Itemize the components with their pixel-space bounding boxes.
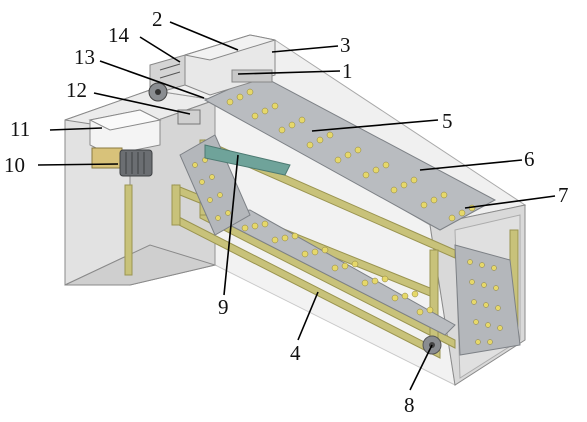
leader-lines: [37, 21, 556, 391]
motor-icon: [91, 147, 153, 177]
callout-13: 13: [74, 45, 95, 69]
callout-3: 3: [340, 33, 351, 57]
control-box: [88, 109, 162, 156]
lower-tray-egg-rows: [241, 220, 434, 316]
chain-icon: [148, 82, 168, 102]
callout-14: 14: [108, 23, 130, 47]
callout-10: 10: [4, 153, 25, 177]
inclined-discharge-tray: [454, 244, 521, 356]
callout-9: 9: [218, 295, 229, 319]
callout-2: 2: [152, 7, 163, 31]
callout-11: 11: [10, 117, 30, 141]
callout-6: 6: [524, 147, 535, 171]
callout-5: 5: [442, 109, 453, 133]
callout-8: 8: [404, 393, 415, 417]
lower-tray-conveyor: [208, 209, 456, 336]
callout-4: 4: [290, 341, 301, 365]
callout-7: 7: [558, 183, 569, 207]
callout-labels: 2 14 3 13 1 12 11 5 10 6 7 9 4 8: [4, 7, 569, 417]
sensor-unit: [177, 109, 201, 125]
callout-12: 12: [66, 78, 87, 102]
callout-1: 1: [342, 59, 353, 83]
